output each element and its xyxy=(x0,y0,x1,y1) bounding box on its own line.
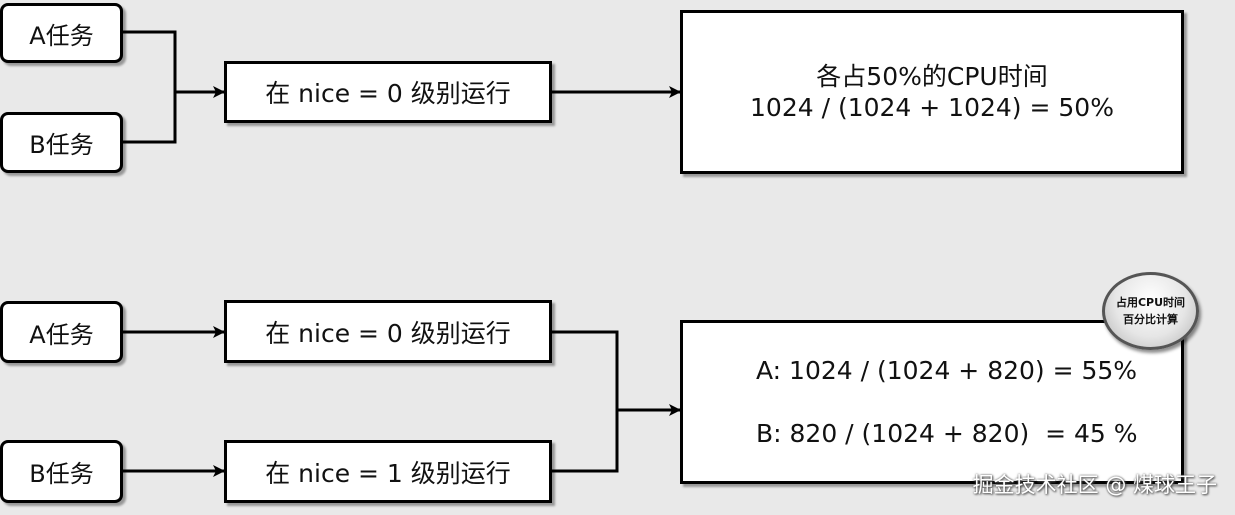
badge-line2: 百分比计算 xyxy=(1123,313,1178,326)
connector-top-a xyxy=(122,30,177,92)
bottom-run-label-b: 在 nice = 1 级别运行 xyxy=(265,458,511,488)
connector-bottom-b xyxy=(551,410,619,473)
top-result-box: 各占50%的CPU时间 1024 / (1024 + 1024) = 50% xyxy=(680,10,1184,174)
top-run-label: 在 nice = 0 级别运行 xyxy=(265,79,511,108)
top-run-box: 在 nice = 0 级别运行 xyxy=(224,61,552,123)
bottom-task-b-box: B任务 xyxy=(0,440,123,503)
top-task-a-box: A任务 xyxy=(0,3,123,63)
bottom-run-box-a: 在 nice = 0 级别运行 xyxy=(224,300,552,363)
bottom-result-box: A: 1024 / (1024 + 820) = 55% B: 820 / (1… xyxy=(680,320,1184,484)
top-result-line2: 1024 / (1024 + 1024) = 50% xyxy=(750,93,1114,122)
top-result-line1: 各占50%的CPU时间 xyxy=(816,62,1048,91)
connector-top-b xyxy=(122,92,177,144)
top-task-b-box: B任务 xyxy=(0,112,123,173)
badge-line1: 占用CPU时间 xyxy=(1115,296,1186,309)
bottom-result-line2: B: 820 / (1024 + 820) = 45 % xyxy=(756,419,1138,448)
bottom-task-a-box: A任务 xyxy=(0,301,123,363)
bottom-run-box-b: 在 nice = 1 级别运行 xyxy=(224,440,552,503)
watermark: 掘金技术社区 @ 煤球王子 xyxy=(972,473,1217,497)
bottom-task-b-label: B任务 xyxy=(29,460,94,488)
top-task-a-label: A任务 xyxy=(29,21,94,50)
top-task-b-label: B任务 xyxy=(29,131,94,159)
cpu-percent-badge: 占用CPU时间 百分比计算 xyxy=(1102,272,1199,350)
bottom-run-label-a: 在 nice = 0 级别运行 xyxy=(265,318,511,348)
bottom-result-line1: A: 1024 / (1024 + 820) = 55% xyxy=(756,356,1138,385)
bottom-task-a-label: A任务 xyxy=(29,320,94,349)
connector-bottom-a xyxy=(551,330,619,410)
